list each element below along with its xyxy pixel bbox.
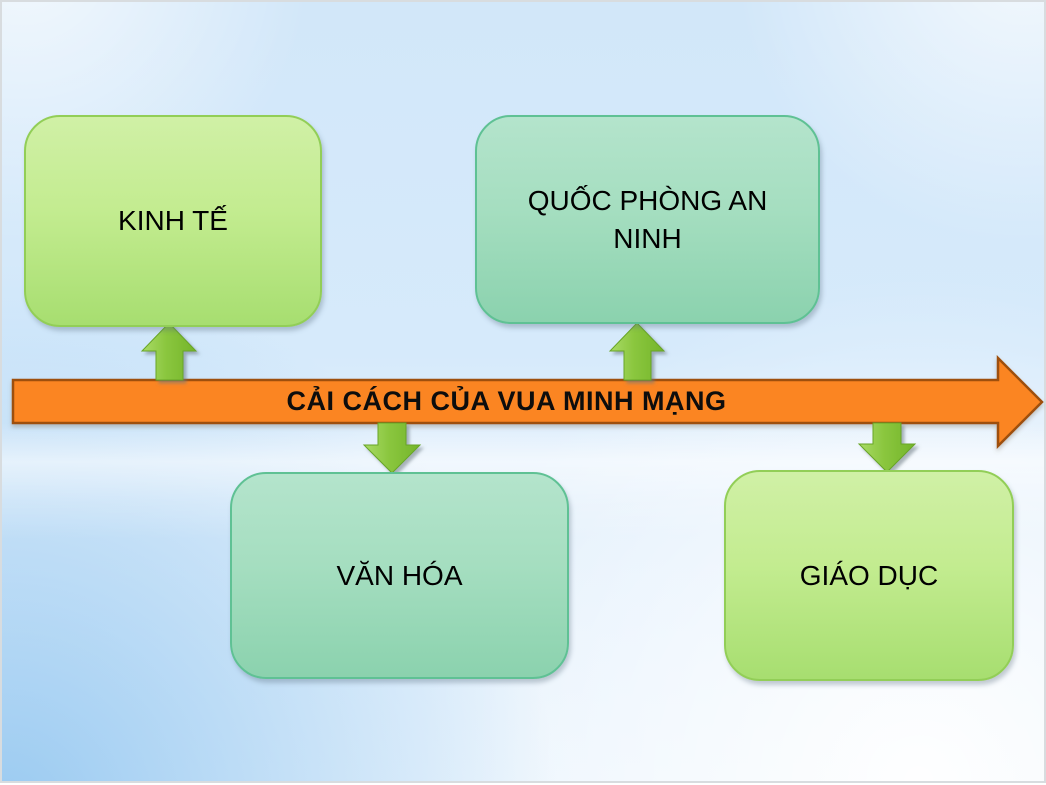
down-arrow-icon [857, 422, 917, 473]
main-arrow-title: CẢI CÁCH CỦA VUA MINH MẠNG [286, 385, 727, 416]
up-arrow-icon [140, 322, 198, 381]
up-arrow-icon [608, 322, 666, 381]
main-right-arrow [11, 354, 1044, 450]
topic-box-kinh-te: KINH TẾ [24, 115, 322, 327]
topic-box-giao-duc: GIÁO DỤC [724, 470, 1014, 681]
topic-box-label: KINH TẾ [118, 205, 228, 237]
topic-box-quoc-phong-an-ninh: QUỐC PHÒNG AN NINH [475, 115, 820, 324]
topic-box-van-hoa: VĂN HÓA [230, 472, 569, 679]
topic-box-label: QUỐC PHÒNG AN NINH [527, 184, 768, 254]
topic-box-label: VĂN HÓA [336, 559, 463, 591]
topic-box-label: GIÁO DỤC [799, 559, 939, 591]
down-arrow-icon [362, 422, 422, 474]
